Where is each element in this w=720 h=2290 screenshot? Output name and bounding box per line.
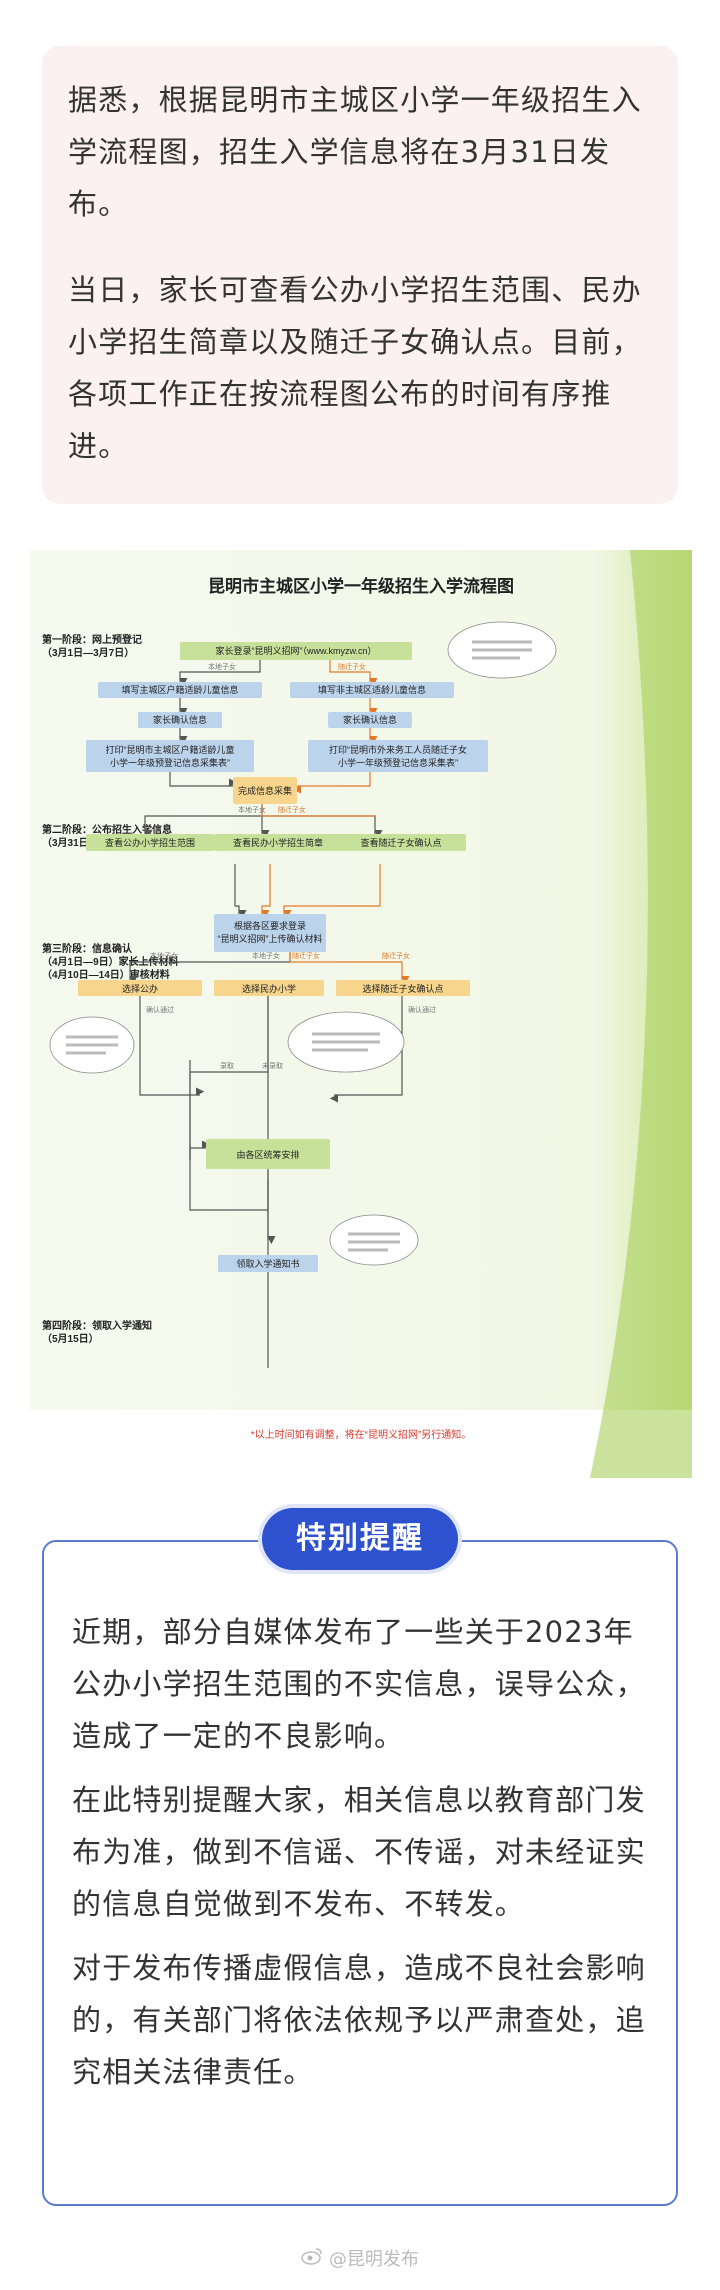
node-choose-private-text: 选择民办小学 — [242, 983, 296, 994]
node-view-private — [214, 834, 342, 851]
label-migrant-2: 随迁子女 — [278, 805, 306, 814]
label-confirm-pass-1: 确认通过 — [146, 1005, 174, 1014]
node-choose-migrant-text: 选择随迁子女确认点 — [362, 983, 443, 994]
weibo-icon — [301, 2247, 323, 2270]
label-migrant-3: 随迁子女 — [292, 951, 320, 960]
label-local-3: 本地子女 — [150, 951, 178, 960]
node-complete-text: 完成信息采集 — [238, 785, 292, 796]
label-admitted: 录取 — [220, 1062, 234, 1070]
stage3-title: 第三阶段：信息确认 — [42, 942, 133, 955]
node-confirm-local-text: 家长确认信息 — [153, 714, 207, 725]
node-view-public-text: 查看公办小学招生范围 — [105, 837, 195, 848]
node-upload — [214, 914, 326, 952]
note-bubbles — [49, 621, 557, 1266]
node-view-migrant-text: 查看随迁子女确认点 — [360, 837, 441, 848]
stage1-title: 第一阶段：网上预登记 — [42, 633, 142, 646]
label-local-1: 本地子女 — [208, 662, 236, 671]
stage3-date2: （4月10日—14日）审核材料 — [42, 968, 170, 981]
node-view-migrant — [336, 834, 466, 851]
node-choose-public-text: 选择公办 — [122, 983, 158, 994]
label-local-4: 本地子女 — [252, 951, 280, 960]
stage2-title: 第二阶段：公布招生入学信息 — [42, 823, 172, 836]
enrollment-flowchart: 昆明市主城区小学一年级招生入学流程图 第一阶段：网上预登记 （3月1日—3月7日… — [30, 550, 692, 1478]
special-notice: 特别提醒 近期，部分自媒体发布了一些关于2023年公办小学招生范围的不实信息，误… — [42, 1508, 678, 2208]
node-confirm-local — [138, 712, 222, 728]
intro-paragraph-1: 据悉，根据昆明市主城区小学一年级招生入学流程图，招生入学信息将在3月31日发布。 — [68, 83, 642, 221]
node-arrange-text: 由各区统筹安排 — [236, 1149, 299, 1160]
stage4-title: 第四阶段：领取入学通知 — [42, 1319, 152, 1332]
node-confirm-nonlocal-text: 家长确认信息 — [343, 714, 397, 725]
label-migrant-4: 随迁子女 — [382, 951, 410, 960]
notice-paragraph-1: 近期，部分自媒体发布了一些关于2023年公办小学招生范围的不实信息，误导公众，造… — [72, 1615, 646, 1753]
watermark-text: @昆明发布 — [328, 2249, 419, 2270]
node-print-nonlocal-text-2: 小学一年级预登记信息采集表” — [338, 757, 458, 768]
notice-paragraph-3: 对于发布传播虚假信息，造成不良社会影响的，有关部门将依法依规予以严肃查处，追究相… — [72, 1951, 646, 2089]
node-login-text: 家长登录“昆明义招网”（www.kmyzw.cn） — [215, 645, 376, 656]
label-confirm-pass-2: 确认通过 — [408, 1005, 436, 1014]
intro-paragraph-2: 当日，家长可查看公办小学招生范围、民办小学招生简章以及随迁子女确认点。目前，各项… — [68, 273, 642, 463]
flowchart-title: 昆明市主城区小学一年级招生入学流程图 — [208, 576, 514, 596]
node-arrange — [206, 1139, 330, 1169]
stage3-date1: （4月1日—9日）家长上传材料 — [42, 955, 179, 968]
node-receive-text: 领取入学通知书 — [236, 1258, 299, 1269]
node-upload-text-1: 根据各区要求登录 — [234, 920, 306, 931]
node-confirm-nonlocal — [328, 712, 412, 728]
node-choose-public — [78, 980, 202, 996]
node-choose-migrant — [336, 980, 470, 996]
node-complete — [233, 777, 297, 804]
node-choose-private — [214, 980, 324, 996]
node-login — [180, 642, 412, 660]
stage4-date: （5月15日） — [42, 1332, 99, 1345]
node-fill-local-text: 填写主城区户籍适龄儿童信息 — [121, 684, 238, 695]
node-print-local — [86, 740, 254, 772]
node-fill-nonlocal — [290, 682, 454, 698]
label-migrant-1: 随迁子女 — [338, 662, 366, 671]
label-local-2: 本地子女 — [238, 805, 266, 814]
flowchart-footnote: *以上时间如有调整，将在“昆明义招网”另行通知。 — [251, 1428, 472, 1441]
node-print-local-text-2: 小学一年级预登记信息采集表” — [110, 757, 230, 768]
node-print-local-text-1: 打印“昆明市主城区户籍适龄儿童 — [106, 744, 235, 755]
node-print-nonlocal — [308, 740, 488, 772]
node-fill-local — [98, 682, 262, 698]
intro-box: 据悉，根据昆明市主城区小学一年级招生入学流程图，招生入学信息将在3月31日发布。… — [42, 46, 678, 504]
node-fill-nonlocal-text: 填写非主城区适龄儿童信息 — [318, 684, 426, 695]
node-view-private-text: 查看民办小学招生简章 — [233, 837, 323, 848]
notice-box: 特别提醒 近期，部分自媒体发布了一些关于2023年公办小学招生范围的不实信息，误… — [42, 1508, 678, 2206]
node-view-public — [86, 834, 214, 851]
stage2-date: （3月31日） — [42, 836, 99, 849]
node-upload-text-2: “昆明义招网”上传确认材料 — [218, 933, 323, 944]
node-print-nonlocal-text-1: 打印“昆明市外来务工人员随迁子女 — [329, 744, 467, 755]
notice-title: 特别提醒 — [262, 1508, 458, 1570]
notice-paragraph-2: 在此特别提醒大家，相关信息以教育部门发布为准，做到不信谣、不传谣，对未经证实的信… — [72, 1783, 646, 1921]
stage1-date: （3月1日—3月7日） — [42, 646, 134, 659]
label-not-admitted: 未录取 — [262, 1061, 283, 1070]
footer-watermark: @昆明发布 — [0, 2245, 720, 2271]
node-receive — [218, 1255, 318, 1272]
